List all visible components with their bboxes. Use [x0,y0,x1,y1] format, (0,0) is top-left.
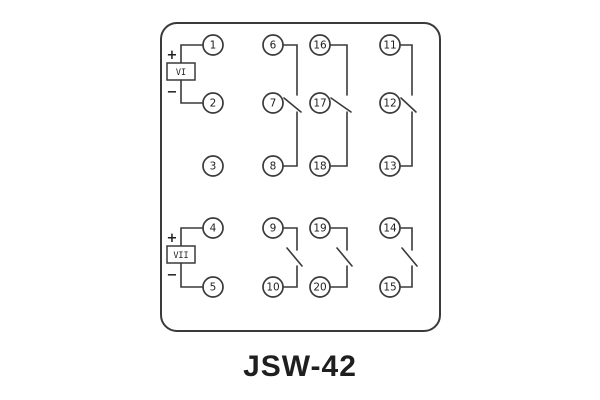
terminal-15: 15 [379,276,401,298]
terminal-12: 12 [379,92,401,114]
terminal-circle [309,155,331,177]
terminal-circle [202,34,224,56]
wire-bracket-13 [399,111,413,167]
terminal-circle [262,92,284,114]
terminal-circle [309,92,331,114]
terminal-7: 7 [262,92,284,114]
vii-label: VII [173,251,188,261]
contact-slash-9-10 [286,247,303,267]
terminal-circle [262,34,284,56]
terminal-circle [379,217,401,239]
wire-bracket-10 [282,265,298,288]
power-block-vii: + VII − [166,227,204,288]
contact-9-10 [282,227,303,288]
terminal-circle [309,34,331,56]
terminal-5: 5 [202,276,224,298]
minus-sign-vi: − [167,85,178,100]
wire-bracket-15 [399,265,413,288]
wire-terminal4-to-vii [180,227,204,247]
terminal-number: 1 [210,40,217,52]
terminal-1: 1 [202,34,224,56]
terminal-circle [309,276,331,298]
terminal-number: 7 [270,98,277,110]
terminal-number: 20 [313,282,326,294]
contact-slash-7 [283,97,302,113]
contact-slash-19-20 [336,247,353,267]
terminal-number: 3 [210,161,217,173]
contact-slash-12 [400,97,417,113]
terminal-3: 3 [202,155,224,177]
contact-6-7-8 [282,44,302,167]
terminal-circle [262,217,284,239]
wire-9-bracket [282,227,298,251]
terminal-20: 20 [309,276,331,298]
terminal-16: 16 [309,34,331,56]
terminal-circle [202,217,224,239]
terminal-number: 9 [270,223,277,235]
terminal-4: 4 [202,217,224,239]
terminal-circle [202,155,224,177]
terminal-18: 18 [309,155,331,177]
terminal-circle [379,276,401,298]
terminal-number: 19 [313,223,326,235]
terminal-number: 11 [383,40,396,52]
plus-sign-vii: + [167,231,178,246]
terminal-circle [262,276,284,298]
terminal-number: 14 [383,223,397,235]
terminal-number: 18 [313,161,326,173]
terminal-circle [379,34,401,56]
plus-sign-vi: + [167,48,178,63]
contact-slash-17 [330,97,352,113]
terminal-circle [202,276,224,298]
wire-11-bracket [399,44,413,96]
terminal-number: 16 [313,40,327,52]
wire-14-bracket [399,227,413,251]
terminal-14: 14 [379,217,401,239]
terminal-circle [379,92,401,114]
terminal-number: 15 [383,282,396,294]
terminal-19: 19 [309,217,331,239]
terminal-number: 8 [270,161,277,173]
terminal-6: 6 [262,34,284,56]
model-label: JSW-42 [243,350,357,383]
contact-14-15 [399,227,418,288]
wire-terminal1-to-vi [180,44,204,64]
terminal-circle [262,155,284,177]
terminal-number: 5 [210,282,217,294]
terminal-circle [309,217,331,239]
power-block-vi: + VI − [166,44,204,104]
wire-19-bracket [329,227,348,251]
vi-label: VI [176,68,186,78]
terminal-number: 2 [210,98,217,110]
contact-slash-14-15 [401,247,418,267]
wire-16-bracket [329,44,348,96]
terminal-number: 6 [270,40,277,52]
device-outline [160,22,441,332]
terminal-2: 2 [202,92,224,114]
minus-sign-vii: − [167,268,178,283]
terminal-circle [202,92,224,114]
wire-bracket-8 [282,111,298,167]
terminal-8: 8 [262,155,284,177]
terminal-13: 13 [379,155,401,177]
wire-bracket-20 [329,265,348,288]
terminal-number: 17 [313,98,326,110]
contact-11-12-13 [399,44,417,167]
terminal-9: 9 [262,217,284,239]
wire-vii-to-terminal5 [180,262,204,288]
terminal-circle [379,155,401,177]
terminal-number: 12 [383,98,396,110]
wire-bracket-18 [329,111,348,167]
terminal-11: 11 [379,34,401,56]
terminal-number: 13 [383,161,396,173]
terminal-number: 10 [266,282,279,294]
contact-19-20 [329,227,353,288]
contact-16-17-18 [329,44,352,167]
terminal-10: 10 [262,276,284,298]
terminal-number: 4 [210,223,217,235]
terminal-17: 17 [309,92,331,114]
wire-vi-to-terminal2 [180,79,204,104]
wire-6-bracket [282,44,298,96]
